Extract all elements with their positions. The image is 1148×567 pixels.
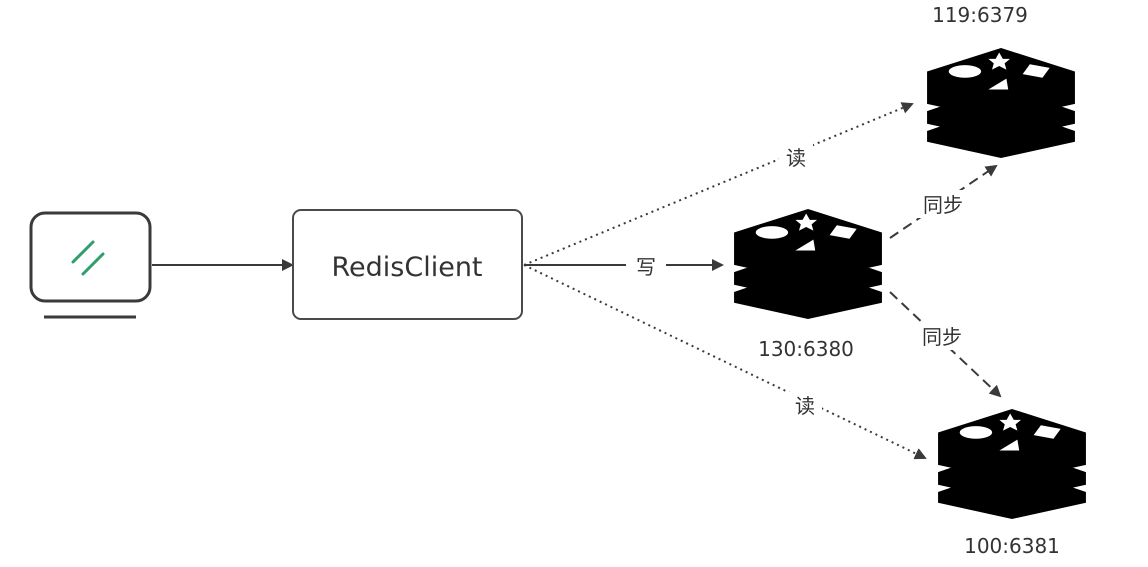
redis-logo-icon bbox=[927, 48, 1075, 158]
edge-master-to-slave1: 同步 bbox=[889, 164, 998, 239]
redis-master-label: 130:6380 bbox=[758, 337, 854, 361]
edge-client-to-master: 写 bbox=[524, 252, 724, 279]
redis-slave2-label: 100:6381 bbox=[964, 534, 1060, 558]
edge-label-write: 写 bbox=[636, 255, 656, 279]
edge-master-to-slave2: 同步 bbox=[889, 291, 1002, 398]
redis-logo-icon bbox=[734, 209, 882, 319]
computer-monitor-icon bbox=[29, 211, 152, 319]
redis-slave1-node[interactable]: 119:6379 bbox=[927, 3, 1075, 158]
edge-label-sync-2: 同步 bbox=[922, 325, 962, 349]
edge-label-sync-1: 同步 bbox=[923, 193, 963, 217]
edge-client-to-slave1: 读 bbox=[523, 102, 914, 266]
redis-slave2-node[interactable]: 100:6381 bbox=[938, 409, 1086, 558]
redis-slave1-label: 119:6379 bbox=[932, 3, 1028, 27]
redis-master-node[interactable]: 130:6380 bbox=[734, 209, 882, 361]
redis-logo-icon bbox=[938, 409, 1086, 519]
edge-label-read-1: 读 bbox=[786, 146, 806, 170]
redis-client-box[interactable]: RedisClient bbox=[292, 209, 523, 320]
redis-client-label: RedisClient bbox=[331, 252, 482, 283]
edge-client-to-slave2: 读 bbox=[523, 264, 927, 460]
edge-label-read-2: 读 bbox=[795, 394, 815, 418]
